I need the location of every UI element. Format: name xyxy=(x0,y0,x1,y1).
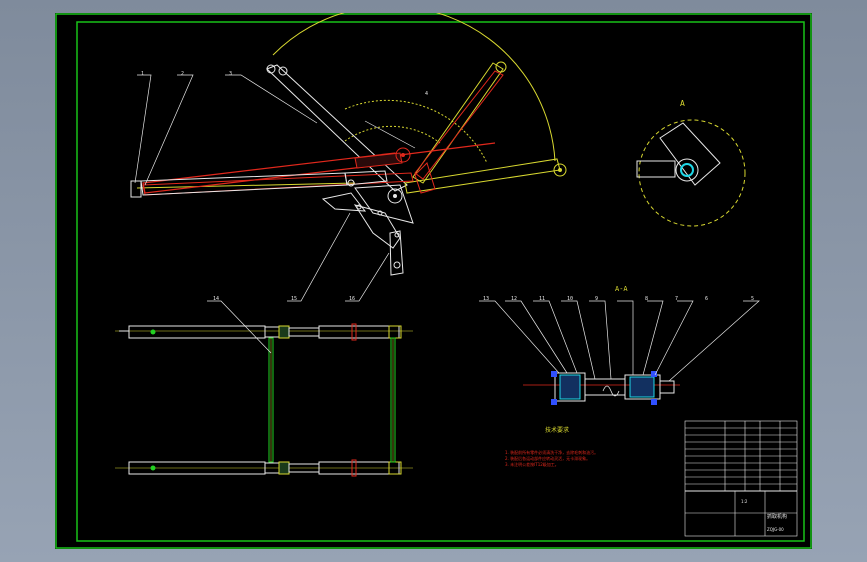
balloon-16: 16 xyxy=(349,296,356,302)
balloon-14: 14 xyxy=(213,296,220,302)
balloon-3: 3 xyxy=(229,71,233,77)
leader-lines-main xyxy=(134,74,390,302)
technical-requirements: 技术要求 1. 装配前所有零件必须清洗干净，去除毛刺和油污。 2. 装配后各运动… xyxy=(505,425,675,468)
technical-requirements-title: 技术要求 xyxy=(545,427,570,434)
balloon-13: 13 xyxy=(483,296,490,302)
balloon-7: 7 xyxy=(675,296,679,302)
balloon-8: 8 xyxy=(645,296,649,302)
link-yellow-upper xyxy=(412,62,504,184)
swing-arc-mid xyxy=(344,99,488,164)
balloon-5: 5 xyxy=(751,296,755,302)
plan-view xyxy=(115,300,413,477)
balloon-12: 12 xyxy=(511,296,518,302)
outer-border xyxy=(55,13,812,549)
swing-arc-outer xyxy=(272,13,556,162)
jaw-finger xyxy=(353,204,401,249)
balloon-4: 4 xyxy=(425,91,429,97)
title-block-drawing-no: ZQJG-00 xyxy=(767,527,784,532)
note-line-1: 1. 装配前所有零件必须清洗干净，去除毛刺和油污。 xyxy=(505,450,599,455)
balloon-10: 10 xyxy=(567,296,574,302)
balloon-11: 11 xyxy=(539,296,546,302)
title-block-scale: 1:2 xyxy=(741,499,748,504)
inner-border xyxy=(76,21,805,542)
note-line-2: 2. 装配后各运动部件应转动灵活，无卡滞现象。 xyxy=(505,456,591,461)
swing-arc-inner xyxy=(344,125,441,144)
link-upper-white xyxy=(266,64,408,192)
title-block-name: 抓取机构 xyxy=(767,514,788,520)
balloon-2: 2 xyxy=(181,71,185,77)
balloon-6: 6 xyxy=(705,296,709,302)
section-view xyxy=(479,300,760,405)
cad-drawing xyxy=(55,13,812,549)
title-block xyxy=(684,420,798,537)
balloon-15: 15 xyxy=(291,296,298,302)
detail-view-label: A xyxy=(680,99,685,108)
balloon-1: 1 xyxy=(141,71,145,77)
detail-view-circle xyxy=(636,119,746,227)
section-view-label: A-A xyxy=(615,285,628,293)
main-assembly-view xyxy=(130,13,567,276)
note-line-3: 3. 未注明公差按IT12级加工。 xyxy=(505,462,559,467)
balloon-9: 9 xyxy=(595,296,599,302)
